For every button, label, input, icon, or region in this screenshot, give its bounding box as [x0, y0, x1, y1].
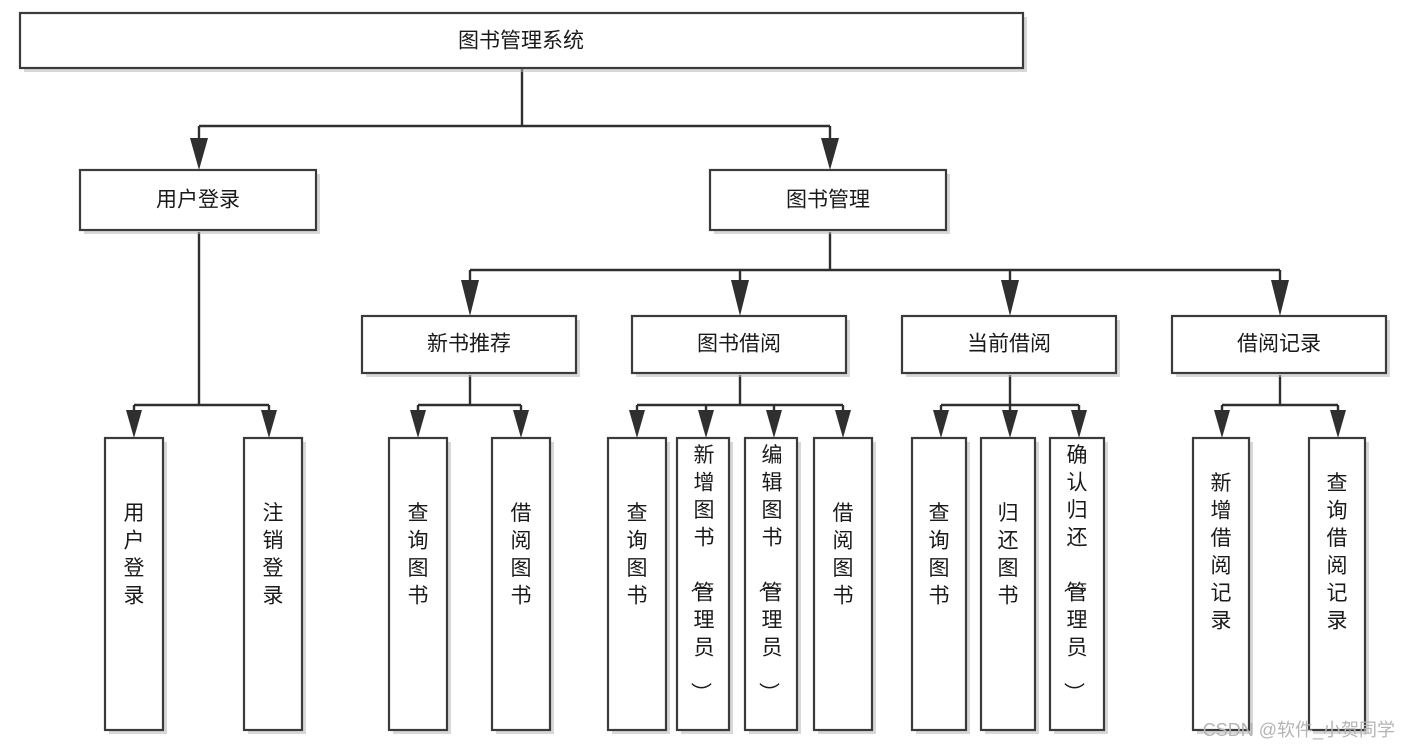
node-book-manage[interactable]: 图书管理 [708, 168, 950, 234]
node-label-leaf-bb-query-book: 查询图书 [627, 502, 648, 608]
node-label-leaf-cb-confirm-return: 确认归还（管理员） [1062, 444, 1088, 703]
node-label-book-borrow: 图书借阅 [697, 333, 781, 356]
node-label-root-system: 图书管理系统 [458, 30, 584, 53]
leaf-node-cb-query-book[interactable]: 查询图书 [910, 436, 970, 734]
node-rect [18, 11, 1025, 70]
arrow-head-new-book-recommend [461, 280, 479, 316]
leaf-node-br-add-record[interactable]: 新增借阅记录 [1191, 436, 1253, 734]
node-rect [910, 436, 968, 732]
leaf-node-bb-borrow-book[interactable]: 借阅图书 [812, 436, 876, 734]
node-rect [979, 436, 1037, 732]
leaf-node-nbr-borrow-book[interactable]: 借阅图书 [490, 436, 554, 734]
node-label-leaf-bb-edit-book: 编辑图书（管理员） [757, 444, 783, 703]
node-rect [242, 436, 304, 732]
node-current-borrow[interactable]: 当前借阅 [900, 314, 1120, 377]
node-label-leaf-logout: 注销登录 [263, 502, 284, 608]
leaf-node-bb-query-book[interactable]: 查询图书 [606, 436, 670, 734]
node-label-new-book-recommend: 新书推荐 [427, 333, 511, 356]
node-label-leaf-nbr-query-book: 查询图书 [408, 502, 429, 608]
leaf-node-bb-add-book[interactable]: 新增图书（管理员） [675, 436, 733, 734]
arrow-head-leaf-logout [261, 410, 277, 438]
node-label-user-login: 用户登录 [156, 189, 240, 212]
node-rect [630, 314, 848, 375]
node-label-leaf-bb-borrow-book: 借阅图书 [833, 502, 854, 608]
node-rect [490, 436, 552, 732]
node-rect [1170, 314, 1388, 375]
arrow-head-leaf-user-login [126, 410, 142, 438]
arrow-head-bb-leaf-1 [629, 410, 645, 438]
leaf-node-logout[interactable]: 注销登录 [242, 436, 306, 734]
node-label-current-borrow: 当前借阅 [967, 333, 1051, 356]
node-rect [708, 168, 948, 232]
node-rect [103, 436, 165, 732]
arrow-head-book-manage [821, 138, 839, 170]
node-rect [606, 436, 668, 732]
node-rect [1307, 436, 1367, 732]
arrow-head-bb-leaf-3 [766, 410, 782, 438]
leaf-node-cb-return-book[interactable]: 归还图书 [979, 436, 1039, 734]
node-rect [743, 436, 799, 732]
node-rect [360, 314, 578, 375]
node-rect [900, 314, 1118, 375]
arrow-head-user-login [190, 138, 208, 170]
arrow-head-cb-leaf-3 [1071, 410, 1087, 438]
node-label-borrow-record: 借阅记录 [1237, 333, 1321, 356]
node-user-login[interactable]: 用户登录 [78, 168, 320, 234]
node-borrow-record[interactable]: 借阅记录 [1170, 314, 1390, 377]
leaf-node-nbr-query-book[interactable]: 查询图书 [387, 436, 451, 734]
node-rect [1048, 436, 1106, 732]
node-label-leaf-user-login: 用户登录 [124, 502, 145, 608]
node-label-leaf-br-add-record: 新增借阅记录 [1211, 472, 1232, 633]
node-label-leaf-bb-add-book: 新增图书（管理员） [689, 444, 715, 703]
leaf-node-user-login[interactable]: 用户登录 [103, 436, 167, 734]
arrow-head-bb-leaf-4 [835, 410, 851, 438]
node-label-leaf-nbr-borrow-book: 借阅图书 [511, 502, 532, 608]
node-book-borrow[interactable]: 图书借阅 [630, 314, 850, 377]
leaf-node-br-query-record[interactable]: 查询借阅记录 [1307, 436, 1369, 734]
node-rect [812, 436, 874, 732]
connector-layer [126, 68, 1346, 438]
node-rect [1191, 436, 1251, 732]
node-rect [387, 436, 449, 732]
watermark-label: CSDN @软件_小贺同学 [1203, 720, 1395, 741]
arrow-head-bb-leaf-2 [698, 410, 714, 438]
node-label-book-manage: 图书管理 [786, 189, 870, 212]
arrow-head-current-borrow [1001, 280, 1019, 316]
node-rect [675, 436, 731, 732]
arrow-head-borrow-record [1271, 280, 1289, 316]
arrow-head-cb-leaf-1 [933, 410, 949, 438]
leaf-node-bb-edit-book[interactable]: 编辑图书（管理员） [743, 436, 801, 734]
node-new-book-recommend[interactable]: 新书推荐 [360, 314, 580, 377]
arrow-head-br-leaf-2 [1330, 410, 1346, 438]
leaf-node-cb-confirm-return[interactable]: 确认归还（管理员） [1048, 436, 1108, 734]
arrow-head-nbr-leaf-2 [513, 410, 529, 438]
node-label-leaf-br-query-record: 查询借阅记录 [1327, 472, 1348, 633]
node-label-leaf-cb-return-book: 归还图书 [998, 502, 1019, 608]
arrow-head-br-leaf-1 [1214, 410, 1230, 438]
node-rect [78, 168, 318, 232]
node-label-leaf-cb-query-book: 查询图书 [929, 502, 950, 608]
arrow-head-nbr-leaf-1 [410, 410, 426, 438]
arrow-head-book-borrow [731, 280, 749, 316]
arrow-head-cb-leaf-2 [1002, 410, 1018, 438]
node-root-system[interactable]: 图书管理系统 [18, 11, 1027, 72]
